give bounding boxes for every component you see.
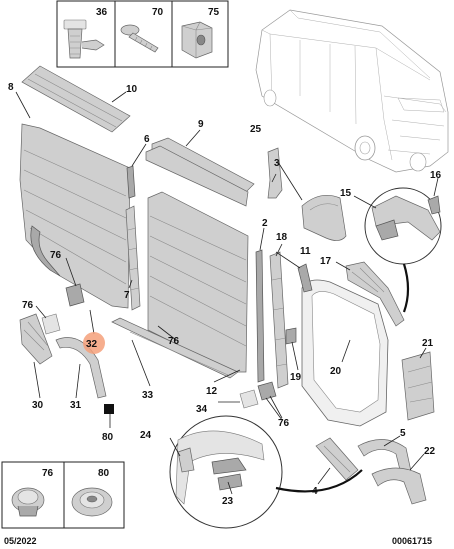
callout-31[interactable]: 31 [70,400,82,411]
fastener-label-75: 75 [208,7,220,18]
fastener-box-70[interactable]: 70 [114,0,173,68]
callout-4[interactable]: 4 [312,486,318,497]
callout-7[interactable]: 7 [124,290,130,301]
footer-reference: 00061715 [392,536,432,546]
part-34-plates[interactable] [239,381,277,409]
footer-date: 05/2022 [4,536,37,546]
part-19-bracket[interactable] [285,327,297,345]
highlight-circle-32 [83,332,105,354]
callout-76-upper[interactable]: 76 [50,250,62,261]
part-76-plate-upper[interactable] [65,283,85,307]
callout-17[interactable]: 17 [320,256,332,267]
part-80-grommet[interactable] [104,404,114,414]
callout-9[interactable]: 9 [198,119,204,130]
part-33-sill[interactable] [111,317,239,379]
callout-8[interactable]: 8 [8,82,14,93]
part-9-rear-upper-panel[interactable] [145,137,255,207]
callout-16[interactable]: 16 [430,170,442,181]
callout-80[interactable]: 80 [102,432,114,443]
fastener-label-76: 76 [42,468,54,479]
callout-24[interactable]: 24 [140,430,152,441]
callout-25[interactable]: 25 [250,124,262,135]
callout-30[interactable]: 30 [32,400,44,411]
part-18-inner-pillar[interactable] [269,251,289,389]
fastener-label-36: 36 [96,7,108,18]
fastener-box-80[interactable]: 80 [63,461,125,529]
van-overview [255,9,449,173]
part-11-a-pillar[interactable] [297,263,313,293]
callout-76-right[interactable]: 76 [278,418,290,429]
fastener-box-36[interactable]: 36 [56,0,116,68]
leader-lines [15,91,439,495]
part-2-b-pillar[interactable] [255,249,265,383]
part-76-plate-left[interactable] [41,313,61,335]
callout-76-center[interactable]: 76 [168,336,180,347]
fastener-label-70: 70 [152,7,164,18]
part-8-side-panel[interactable] [19,123,131,309]
push-clip-icon [63,19,105,59]
callout-11[interactable]: 11 [300,246,311,257]
part-30-wheel-arch-liner[interactable] [19,313,53,365]
part-12-rear-panel[interactable] [147,191,249,373]
callout-32[interactable]: 32 [86,339,98,350]
callout-18[interactable]: 18 [276,232,288,243]
fastener-box-75[interactable]: 75 [171,0,229,68]
callout-15[interactable]: 15 [340,188,352,199]
callout-10[interactable]: 10 [126,84,138,95]
square-nut-clip-icon [181,21,213,59]
callout-19[interactable]: 19 [290,372,302,383]
part-4-bracket[interactable] [315,437,359,481]
plug-icon [11,487,45,517]
part-17-upper-rail[interactable] [345,261,405,327]
part-21-inner-panel[interactable] [401,351,435,421]
callout-21[interactable]: 21 [422,338,434,349]
part-31-wheel-arch-trim[interactable] [55,337,107,399]
callout-6[interactable]: 6 [144,134,150,145]
part-6-pillar[interactable] [126,165,136,199]
fastener-box-76[interactable]: 76 [1,461,65,529]
callout-2[interactable]: 2 [262,218,268,229]
inset-detail-15-16 [364,187,442,313]
part-7-pillar[interactable] [125,205,141,311]
part-10-upper-panel[interactable] [21,65,131,133]
inset-detail-23-24 [169,415,363,529]
part-25-bracket[interactable] [267,147,283,199]
round-grommet-icon [71,487,113,517]
callout-12[interactable]: 12 [206,386,218,397]
callout-22[interactable]: 22 [424,446,436,457]
screw-icon [120,24,159,53]
callout-23[interactable]: 23 [222,496,234,507]
callout-labels: 8 10 6 9 7 25 3 15 16 2 18 11 17 20 21 1… [8,82,442,507]
callout-5[interactable]: 5 [400,428,406,439]
callout-76-left[interactable]: 76 [22,300,34,311]
callout-3[interactable]: 3 [274,158,280,169]
fastener-label-80: 80 [98,468,110,479]
callout-34[interactable]: 34 [196,404,208,415]
part-22-wheel-arch-inner[interactable] [371,467,427,505]
part-3-front-wing[interactable] [301,195,347,241]
callout-33[interactable]: 33 [142,390,154,401]
callout-20[interactable]: 20 [330,366,342,377]
